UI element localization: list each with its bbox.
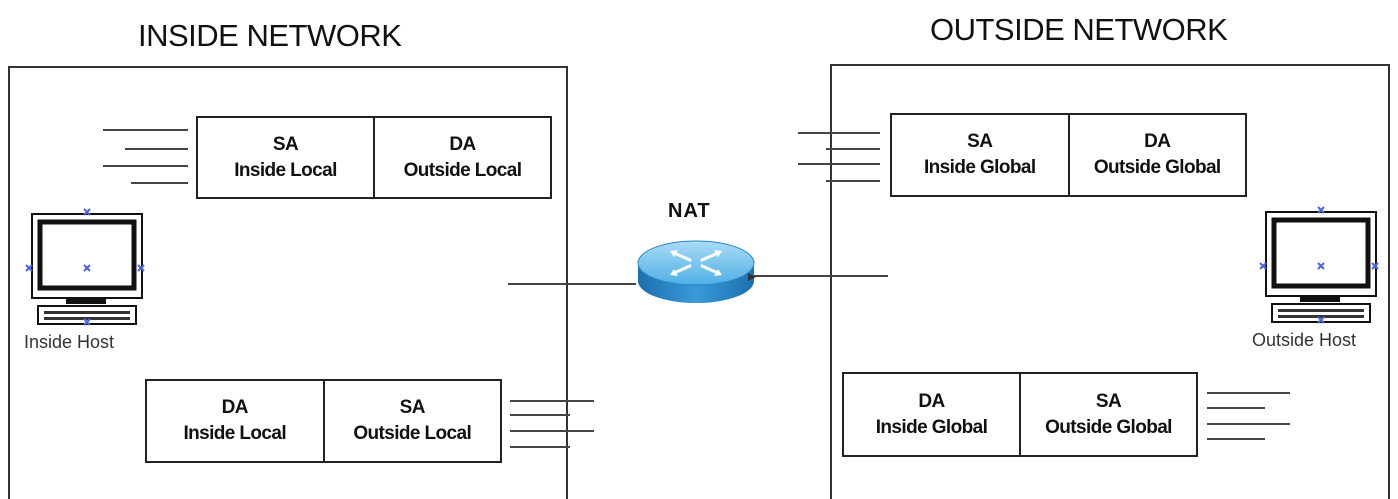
arrow-icon: [748, 273, 756, 281]
field-name: SA: [272, 133, 299, 155]
field-name: DA: [221, 397, 249, 418]
computer-icon: [1259, 206, 1379, 324]
outside-outgoing-packet: SA Inside Global DA Outside Global: [890, 113, 1247, 197]
computer-icon: [25, 208, 145, 326]
outside-network-title: OUTSIDE NETWORK: [930, 12, 1228, 47]
field-value: Inside Local: [183, 423, 287, 444]
field-name: DA: [449, 133, 476, 155]
field-value: Inside Local: [234, 159, 337, 181]
field-value: Outside Global: [1093, 157, 1221, 178]
packet-field-cell: SA Outside Local: [322, 381, 501, 461]
packet-field-cell: SA Inside Local: [198, 118, 373, 197]
field-value: Outside Global: [1045, 416, 1172, 438]
router-icon: [637, 240, 756, 303]
inside-incoming-packet: DA Inside Local SA Outside Local: [145, 379, 502, 463]
packet-field-cell: DA Inside Global: [844, 374, 1019, 455]
inside-outgoing-packet: SA Inside Local DA Outside Local: [196, 116, 552, 199]
packet-field-cell: SA Outside Global: [1019, 374, 1196, 455]
packet-field-cell: DA Inside Local: [147, 381, 323, 461]
field-value: Outside Local: [353, 423, 472, 444]
field-name: DA: [918, 390, 945, 412]
inside-network-region: [8, 66, 568, 499]
packet-field-cell: SA Inside Global: [892, 115, 1068, 195]
field-name: SA: [399, 397, 426, 418]
outside-network-region: [830, 64, 1390, 499]
field-value: Outside Local: [403, 159, 522, 181]
nat-label: NAT: [668, 200, 711, 222]
inside-host-label: Inside Host: [24, 332, 115, 352]
field-value: Inside Global: [924, 157, 1036, 178]
field-name: DA: [1144, 131, 1171, 152]
field-name: SA: [967, 131, 993, 152]
outside-host-label: Outside Host: [1252, 330, 1357, 350]
packet-field-cell: DA Outside Local: [373, 118, 550, 197]
outside-incoming-packet: DA Inside Global SA Outside Global: [842, 372, 1198, 457]
inside-network-title: INSIDE NETWORK: [138, 18, 402, 53]
packet-field-cell: DA Outside Global: [1067, 115, 1246, 195]
field-value: Inside Global: [875, 416, 988, 438]
field-name: SA: [1095, 390, 1122, 412]
